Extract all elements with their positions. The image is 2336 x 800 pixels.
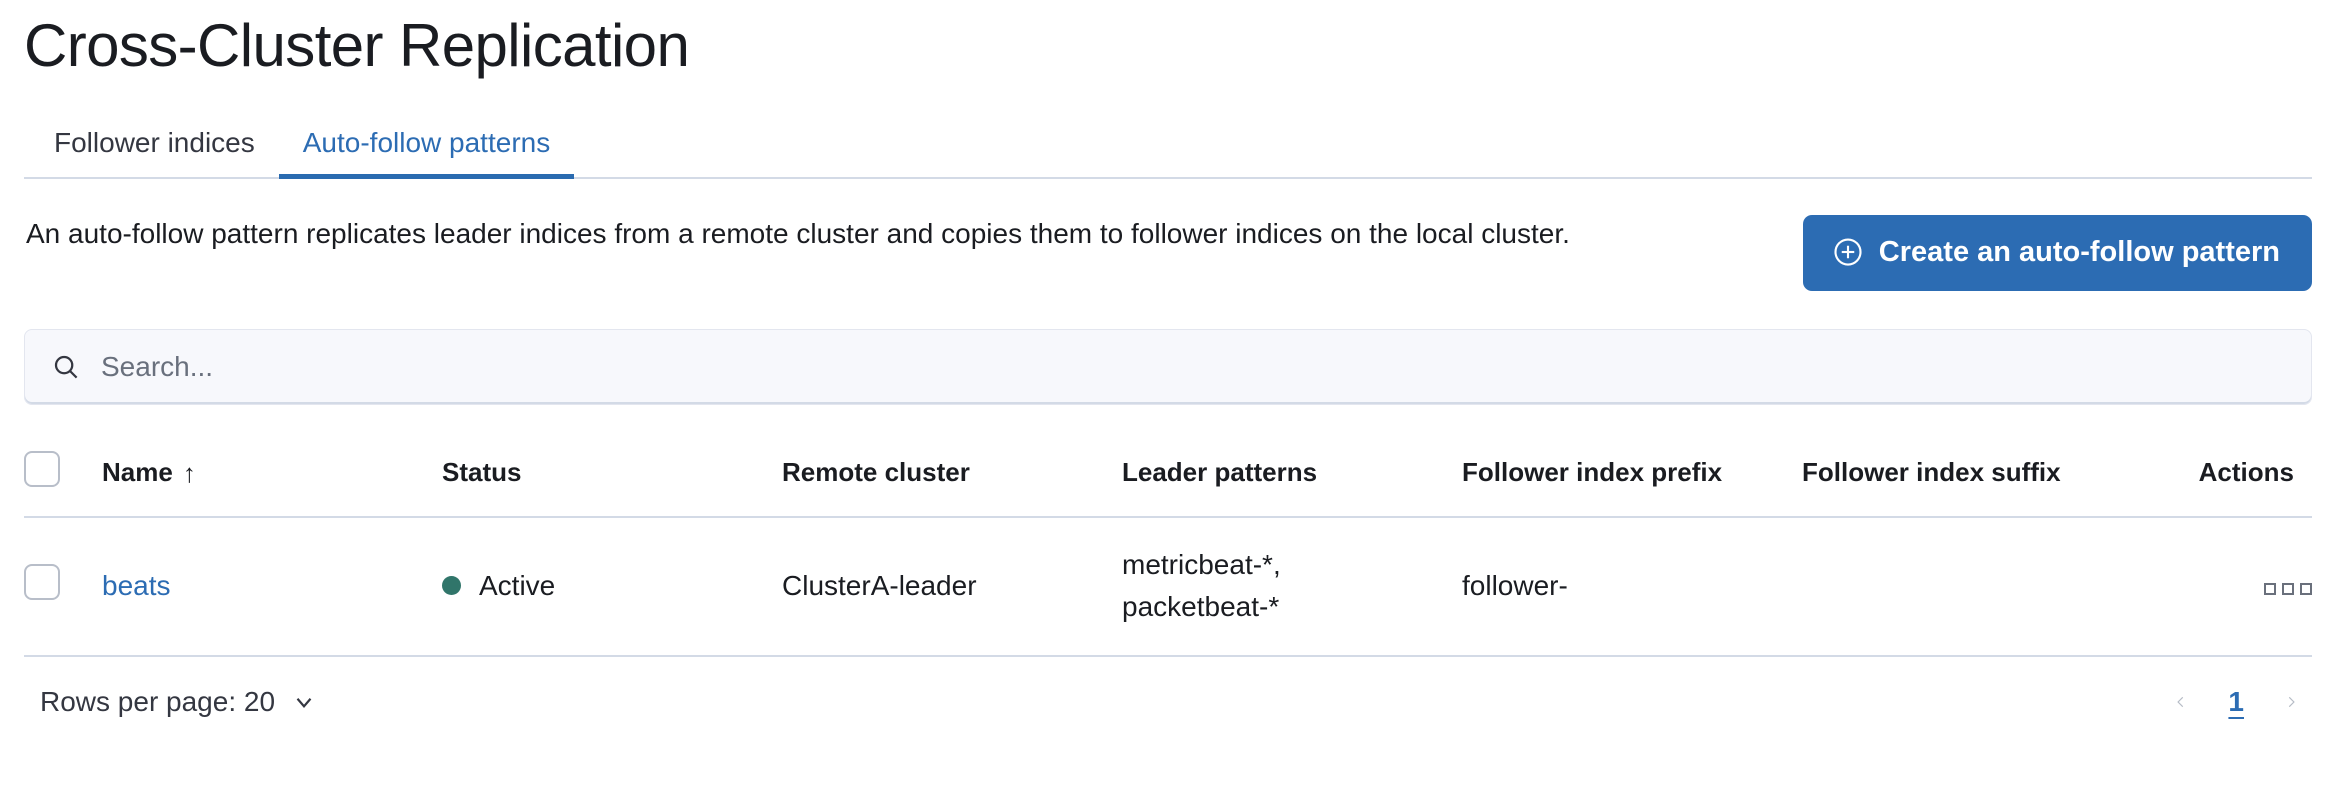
table-body: beats Active ClusterA-leader metricbeat-… xyxy=(24,517,2312,658)
tab-bar: Follower indices Auto-follow patterns xyxy=(24,115,2312,180)
rows-per-page-selector[interactable]: Rows per page: 20 xyxy=(40,686,317,718)
status-dot-icon xyxy=(442,576,461,596)
chevron-down-icon xyxy=(291,689,317,715)
ellipsis-dot xyxy=(2264,582,2276,595)
table-footer: Rows per page: 20 1 xyxy=(24,685,2312,719)
previous-page-button[interactable] xyxy=(2170,685,2192,719)
cell-status: Active xyxy=(442,517,782,658)
rows-per-page-label: Rows per page: 20 xyxy=(40,686,276,718)
column-header-follower-index-suffix[interactable]: Follower index suffix xyxy=(1802,439,2172,519)
column-header-remote-cluster[interactable]: Remote cluster xyxy=(782,439,1122,519)
table-row: beats Active ClusterA-leader metricbeat-… xyxy=(24,517,2312,658)
select-all-checkbox[interactable] xyxy=(24,451,60,488)
cell-follower-index-prefix: follower- xyxy=(1462,517,1802,658)
status-label: Active xyxy=(479,569,556,601)
leader-patterns-value: metricbeat-*, packetbeat-* xyxy=(1122,549,1281,622)
pagination: 1 xyxy=(2170,685,2302,719)
row-actions-ellipsis-icon[interactable] xyxy=(2264,582,2312,595)
row-checkbox[interactable] xyxy=(24,564,60,601)
search-input[interactable] xyxy=(101,351,2285,384)
page-number-1[interactable]: 1 xyxy=(2222,686,2250,718)
cell-follower-index-suffix xyxy=(1802,517,2172,658)
page-title: Cross-Cluster Replication xyxy=(24,12,690,79)
table-header-row: Name ↑ Status Remote cluster Leader patte… xyxy=(24,439,2312,519)
description-row: An auto-follow pattern replicates leader… xyxy=(24,213,2312,292)
column-header-follower-index-prefix[interactable]: Follower index prefix xyxy=(1462,439,1802,519)
search-icon xyxy=(51,352,81,382)
cell-leader-patterns: metricbeat-*, packetbeat-* xyxy=(1122,517,1462,658)
column-header-leader-patterns[interactable]: Leader patterns xyxy=(1122,439,1462,519)
search-bar[interactable] xyxy=(24,329,2312,406)
column-header-name-label: Name xyxy=(102,457,173,488)
create-button-label: Create an auto-follow pattern xyxy=(1878,235,2280,268)
column-header-name[interactable]: Name ↑ xyxy=(102,439,442,519)
cell-actions xyxy=(2172,517,2312,658)
table-header: Name ↑ Status Remote cluster Leader patte… xyxy=(24,439,2312,519)
auto-follow-patterns-table: Name ↑ Status Remote cluster Leader patte… xyxy=(24,439,2312,658)
sort-ascending-icon: ↑ xyxy=(182,458,196,489)
cell-name: beats xyxy=(102,517,442,658)
cell-remote-cluster: ClusterA-leader xyxy=(782,517,1122,658)
select-all-header xyxy=(24,439,102,519)
plus-in-circle-icon xyxy=(1833,237,1863,267)
tab-auto-follow-patterns[interactable]: Auto-follow patterns xyxy=(278,129,575,180)
pattern-name-link[interactable]: beats xyxy=(102,569,171,601)
ellipsis-dot xyxy=(2282,582,2294,595)
description-text: An auto-follow pattern replicates leader… xyxy=(26,218,1570,250)
ellipsis-dot xyxy=(2300,582,2312,595)
row-select-cell xyxy=(24,517,102,658)
tab-follower-indices[interactable]: Follower indices xyxy=(24,129,279,179)
create-auto-follow-pattern-button[interactable]: Create an auto-follow pattern xyxy=(1802,215,2312,292)
column-header-status[interactable]: Status xyxy=(442,439,782,519)
column-header-actions: Actions xyxy=(2172,439,2312,519)
next-page-button[interactable] xyxy=(2280,685,2302,719)
